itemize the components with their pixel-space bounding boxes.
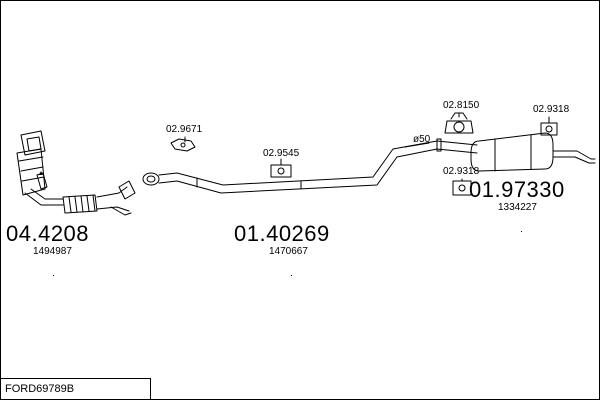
middle-pipe-drawing	[142, 140, 438, 194]
front-pipe-drawing	[16, 130, 136, 216]
part-number-front: 04.4208	[6, 221, 90, 246]
oem-number-rear: 1334227	[498, 202, 537, 213]
part-number-rear: 01.97330	[469, 177, 565, 202]
marker-dot	[521, 231, 522, 232]
accessory-clamp-a-drawing	[170, 138, 196, 152]
accessory-hanger-a-drawing	[270, 164, 292, 178]
accessory-hanger-c-drawing	[540, 122, 558, 136]
oem-number-middle: 1470667	[269, 246, 308, 257]
marker-dot	[53, 275, 54, 276]
accessory-hanger-d-drawing	[452, 180, 472, 196]
diagram-title-box: FORD69789B	[1, 378, 151, 399]
part-number-middle: 01.40269	[234, 221, 330, 246]
rear-silencer-drawing	[436, 132, 596, 172]
pipe-diameter-label: ø50	[413, 134, 431, 145]
diagram-title: FORD69789B	[5, 383, 75, 395]
accessory-hanger-d-number: 02.9318	[443, 166, 480, 177]
accessory-clamp-a-number: 02.9671	[166, 124, 203, 135]
accessory-hanger-a-number: 02.9545	[263, 148, 300, 159]
accessory-hanger-c-number: 02.9318	[533, 104, 570, 115]
oem-number-front: 1494987	[33, 246, 72, 257]
marker-dot	[291, 275, 292, 276]
accessory-hanger-b-number: 02.8150	[443, 100, 480, 111]
